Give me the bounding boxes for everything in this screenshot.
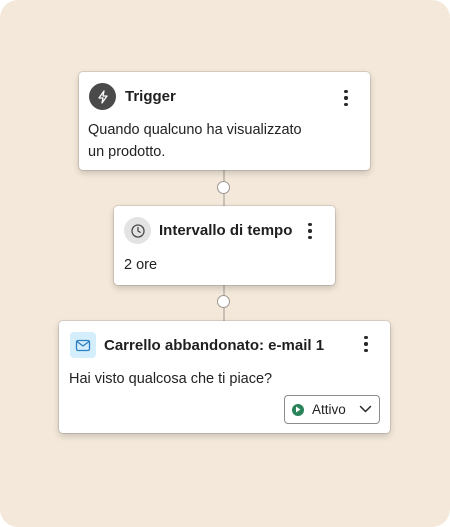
trigger-card-header: Trigger xyxy=(89,83,176,110)
email-title: Carrello abbandonato: e-mail 1 xyxy=(104,336,325,354)
envelope-icon xyxy=(70,332,96,358)
lightning-bolt-icon xyxy=(89,83,116,110)
delay-value: 2 ore xyxy=(124,257,158,273)
trigger-description: Quando qualcuno ha visualizzato un prodo… xyxy=(88,119,302,163)
trigger-description-line: Quando qualcuno ha visualizzato xyxy=(88,122,302,138)
delay-more-menu-icon[interactable] xyxy=(303,221,317,241)
clock-icon xyxy=(124,217,151,244)
status-label: Attivo xyxy=(312,402,346,417)
trigger-title: Trigger xyxy=(125,88,176,105)
delay-card[interactable]: Intervallo di tempo 2 ore xyxy=(114,206,335,285)
chevron-down-icon xyxy=(359,405,372,413)
delay-title: Intervallo di tempo xyxy=(159,222,293,239)
email-card[interactable]: Carrello abbandonato: e-mail 1 Hai visto… xyxy=(59,321,390,433)
connector-node[interactable] xyxy=(217,295,230,308)
delay-card-header: Intervallo di tempo xyxy=(124,217,292,244)
play-icon xyxy=(292,403,304,416)
email-subject: Hai visto qualcosa che ti piace? xyxy=(69,371,273,387)
email-more-menu-icon[interactable] xyxy=(359,334,373,354)
trigger-card[interactable]: Trigger Quando qualcuno ha visualizzato … xyxy=(79,72,370,170)
trigger-description-line: un prodotto. xyxy=(88,144,166,160)
email-card-header: Carrello abbandonato: e-mail 1 xyxy=(70,332,324,358)
status-dropdown[interactable]: Attivo xyxy=(284,395,380,424)
connector-node[interactable] xyxy=(217,181,230,194)
trigger-more-menu-icon[interactable] xyxy=(339,88,353,108)
